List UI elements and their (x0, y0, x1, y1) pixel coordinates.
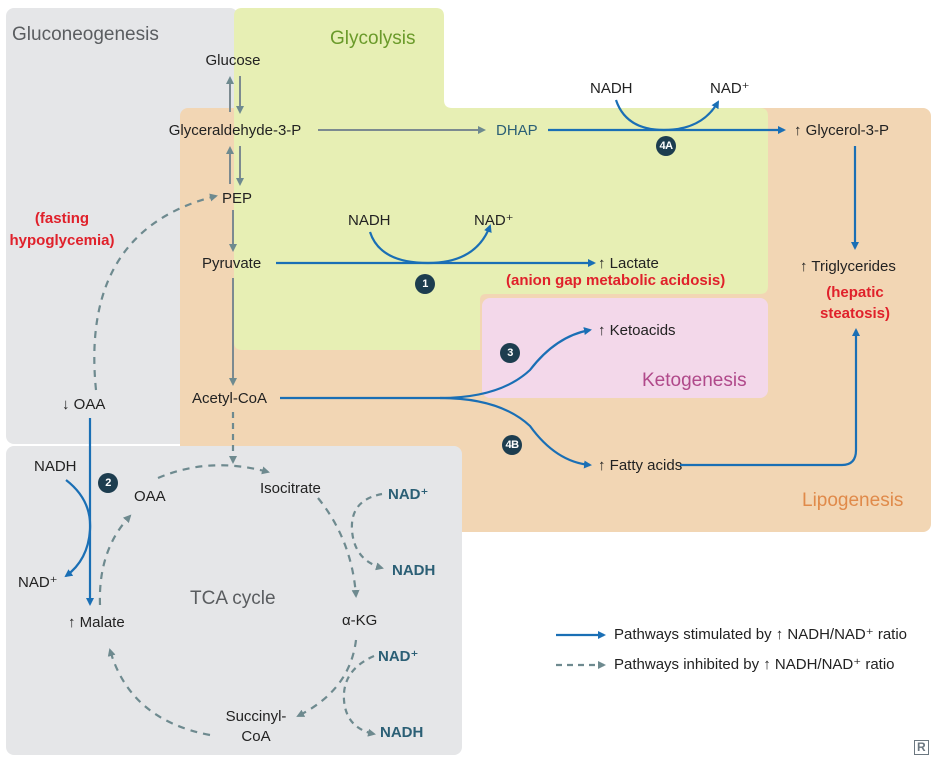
node-isocitrate: Isocitrate (260, 480, 321, 497)
node-pep: PEP (222, 190, 253, 207)
curve-nadh-to-nad-2 (64, 479, 92, 578)
node-dhap: DHAP (496, 122, 538, 139)
node-acetyl-coa: Acetyl-CoA (192, 390, 268, 407)
tca-cofactor-nad-1: NAD⁺ (388, 486, 429, 503)
cofactor-nadh-2: NADH (34, 458, 77, 475)
node-fatty-acids: ↑ Fatty acids (598, 457, 683, 474)
node-lactate: ↑ Lactate (598, 255, 659, 272)
tca-arc-oaa-to-isocitrate (157, 464, 270, 480)
badge-4a: 4A (656, 136, 676, 156)
node-oaa-cycle: OAA (134, 488, 166, 505)
tca-arc-malate-to-oaa (98, 514, 132, 606)
node-pyruvate: Pyruvate (202, 255, 262, 272)
node-succinyl-coa-line1: Succinyl- (225, 708, 287, 725)
curve-nadh-to-nad-4a (614, 99, 719, 132)
corner-logo-mark: R (914, 740, 929, 755)
node-alpha-kg: α-KG (342, 612, 378, 629)
arrow-acetylcoa-to-ketoacids (280, 327, 592, 400)
node-ketoacids: ↑ Ketoacids (598, 322, 676, 339)
node-oaa-decreased: ↓ OAA (62, 396, 106, 413)
curve-nadh-to-nad-1 (368, 224, 492, 265)
annotation-fasting-line2: hypoglycemia) (9, 232, 115, 249)
node-glyceraldehyde-3-p: Glyceraldehyde-3-P (168, 122, 302, 139)
cofactor-nad-4a: NAD⁺ (710, 80, 750, 97)
tca-arc-isocitrate-to-akg (317, 497, 360, 598)
legend-inhibited: Pathways inhibited by ↑ NADH/NAD⁺ ratio (614, 656, 895, 673)
tca-curve-nad-to-nadh-2 (342, 654, 376, 737)
annotation-steatosis-line2: steatosis) (819, 305, 891, 322)
tca-cofactor-nadh-1: NADH (392, 562, 436, 579)
annotation-fasting-line1: (fasting (34, 210, 90, 227)
cofactor-nad-1: NAD⁺ (474, 212, 514, 229)
node-triglycerides: ↑ Triglycerides (800, 258, 896, 275)
cofactor-nad-2: NAD⁺ (18, 574, 58, 591)
node-glucose: Glucose (205, 52, 261, 69)
arrow-fattyacids-to-triglycerides (680, 328, 860, 467)
node-malate: ↑ Malate (68, 614, 125, 631)
tca-cofactor-nad-2: NAD⁺ (378, 648, 419, 665)
node-glycerol-3-p: ↑ Glycerol-3-P (794, 122, 890, 139)
badge-2: 2 (98, 473, 118, 493)
tca-cofactor-nadh-2: NADH (380, 724, 424, 741)
tca-cycle-title: TCA cycle (190, 588, 276, 609)
gluconeogenesis-title: Gluconeogenesis (12, 24, 159, 45)
glycolysis-title: Glycolysis (330, 28, 416, 49)
ketogenesis-region (482, 298, 768, 398)
arrow-oaa-to-pep (93, 193, 218, 391)
annotation-acidosis: (anion gap metabolic acidosis) (506, 272, 726, 289)
legend-stimulated: Pathways stimulated by ↑ NADH/NAD⁺ ratio (614, 626, 908, 643)
badge-1: 1 (415, 274, 435, 294)
ketogenesis-title: Ketogenesis (642, 370, 747, 391)
tca-curve-nad-to-nadh-1 (350, 492, 384, 571)
cofactor-nadh-4a: NADH (590, 80, 633, 97)
arrow-acetylcoa-to-fattyacids (439, 396, 592, 469)
badge-4b: 4B (502, 435, 522, 455)
lipogenesis-title: Lipogenesis (802, 490, 904, 511)
badge-3: 3 (500, 343, 520, 363)
tca-arc-succinyl-to-malate (107, 648, 211, 737)
glycolysis-region (234, 8, 768, 350)
annotation-steatosis-line1: (hepatic (826, 284, 884, 301)
node-succinyl-coa-line2: CoA (241, 728, 271, 745)
cofactor-nadh-1: NADH (348, 212, 391, 229)
